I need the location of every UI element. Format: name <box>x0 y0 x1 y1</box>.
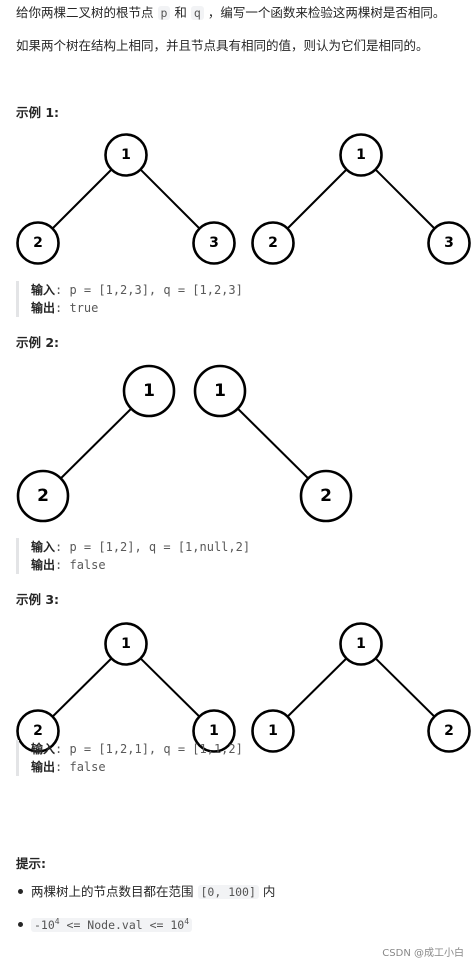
svg-text:1: 1 <box>214 381 226 401</box>
svg-text:2: 2 <box>33 235 43 251</box>
tree-node-root: 1 <box>104 133 148 177</box>
tree-node-left: 1 <box>251 709 295 753</box>
intro-line-1: 给你两棵二叉树的根节点 p 和 q ，编写一个函数来检验这两棵树是否相同。 <box>16 4 445 22</box>
tree-node-root: 1 <box>193 364 247 418</box>
output-line: 输出: true <box>31 301 99 315</box>
tree-p: 1 2 1 <box>16 622 236 753</box>
example-1-diagram: 1 2 3 1 2 3 <box>16 133 471 265</box>
tree-node-root: 1 <box>122 364 176 418</box>
hint-item-node-count: 两棵树上的节点数目都在范围 [0, 100] 内 <box>18 883 275 901</box>
tree-q: 1 1 2 <box>251 622 471 753</box>
range-code: [0, 100] <box>197 885 259 899</box>
param-q: q <box>190 6 204 20</box>
example-1-title: 示例 1: <box>16 105 60 120</box>
svg-text:3: 3 <box>209 235 219 251</box>
tree-node-right: 3 <box>427 221 471 265</box>
param-p: p <box>157 6 171 20</box>
tree-q: 1 2 <box>193 364 353 523</box>
svg-text:2: 2 <box>444 723 454 739</box>
example-2-title: 示例 2: <box>16 335 60 350</box>
svg-text:3: 3 <box>444 235 454 251</box>
example-3-diagram: 1 2 1 1 1 2 <box>16 622 471 753</box>
svg-text:2: 2 <box>37 486 49 506</box>
svg-text:2: 2 <box>33 723 43 739</box>
intro-text: 和 <box>174 5 187 20</box>
svg-text:2: 2 <box>320 486 332 506</box>
tree-node-right: 2 <box>299 469 353 523</box>
constraint-code: -104 <= Node.val <= 104 <box>31 917 193 932</box>
intro-text: ，编写一个函数来检验这两棵树是否相同。 <box>207 5 446 20</box>
svg-text:1: 1 <box>209 723 219 739</box>
input-line: 输入: p = [1,2], q = [1,null,2] <box>31 540 251 554</box>
bullet-icon <box>18 889 23 894</box>
tree-node-root: 1 <box>339 622 383 666</box>
tree-node-left: 2 <box>16 469 70 523</box>
tree-node-root: 1 <box>104 622 148 666</box>
example-3-code: 输入: p = [1,2,1], q = [1,1,2] 输出: false <box>16 740 471 776</box>
tree-node-left: 2 <box>16 221 60 265</box>
tree-q: 1 2 3 <box>251 133 471 265</box>
intro-line-2: 如果两个树在结构上相同，并且节点具有相同的值，则认为它们是相同的。 <box>16 38 429 53</box>
tree-node-left: 2 <box>16 709 60 753</box>
svg-text:1: 1 <box>121 147 131 163</box>
example-2-code: 输入: p = [1,2], q = [1,null,2] 输出: false <box>16 538 471 574</box>
svg-text:2: 2 <box>268 235 278 251</box>
tree-node-root: 1 <box>339 133 383 177</box>
example-3-title: 示例 3: <box>16 592 60 607</box>
output-line: 输出: false <box>31 760 106 774</box>
tree-p: 1 2 3 <box>16 133 236 265</box>
output-line: 输出: false <box>31 558 106 572</box>
example-2-diagram: 1 2 1 2 <box>16 364 353 523</box>
svg-text:1: 1 <box>121 636 131 652</box>
hints-title: 提示: <box>16 856 46 871</box>
svg-text:1: 1 <box>268 723 278 739</box>
input-line: 输入: p = [1,2,1], q = [1,1,2] <box>31 742 243 756</box>
intro-text: 给你两棵二叉树的根节点 <box>16 5 154 20</box>
svg-text:1: 1 <box>356 147 366 163</box>
svg-text:1: 1 <box>143 381 155 401</box>
bullet-icon <box>18 921 23 927</box>
tree-node-right: 2 <box>427 709 471 753</box>
tree-node-right: 1 <box>192 709 236 753</box>
example-1-code: 输入: p = [1,2,3], q = [1,2,3] 输出: true <box>16 281 471 317</box>
tree-node-right: 3 <box>192 221 236 265</box>
hint-item-node-val: -104 <= Node.val <= 104 <box>18 913 193 934</box>
watermark: CSDN @成工小白 <box>382 948 464 959</box>
svg-text:1: 1 <box>356 636 366 652</box>
input-line: 输入: p = [1,2,3], q = [1,2,3] <box>31 283 243 297</box>
tree-p: 1 2 <box>16 364 176 523</box>
tree-node-left: 2 <box>251 221 295 265</box>
